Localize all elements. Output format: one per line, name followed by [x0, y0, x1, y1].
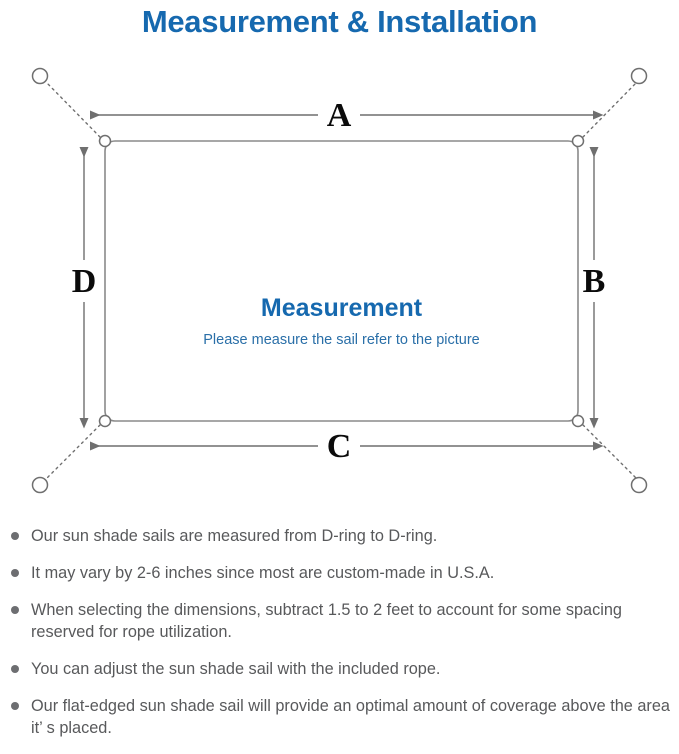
sail-heading: Measurement	[260, 294, 423, 322]
d-ring-bottom-right	[571, 414, 585, 428]
d-ring-bottom-left	[98, 414, 112, 428]
bullet-icon	[11, 532, 19, 540]
anchor-top-right	[630, 67, 648, 85]
bullet-icon	[11, 665, 19, 673]
list-item: Our sun shade sails are measured from D-…	[0, 525, 679, 547]
note-text: When selecting the dimensions, subtract …	[31, 601, 622, 641]
note-text: Our flat-edged sun shade sail will provi…	[31, 697, 670, 737]
rope-top-right	[582, 81, 638, 138]
rope-bottom-right	[582, 424, 638, 480]
measurement-diagram: A C D B Measurement Please measure the s…	[0, 50, 679, 510]
anchor-bottom-left	[31, 476, 49, 494]
list-item: You can adjust the sun shade sail with t…	[0, 658, 679, 680]
list-item: It may vary by 2-6 inches since most are…	[0, 562, 679, 584]
list-item: Our flat-edged sun shade sail will provi…	[0, 695, 679, 739]
bullet-icon	[11, 606, 19, 614]
list-item: When selecting the dimensions, subtract …	[0, 599, 679, 643]
d-ring-top-left	[98, 134, 112, 148]
note-text: Our sun shade sails are measured from D-…	[31, 527, 438, 545]
dimension-label-b: B	[583, 263, 606, 300]
rope-top-left	[45, 81, 101, 138]
bullet-icon	[11, 702, 19, 710]
sail-body	[104, 140, 579, 422]
sail-subheading: Please measure the sail refer to the pic…	[203, 332, 480, 348]
anchor-top-left	[31, 67, 49, 85]
d-ring-top-right	[571, 134, 585, 148]
notes-list: Our sun shade sails are measured from D-…	[0, 525, 679, 754]
note-text: You can adjust the sun shade sail with t…	[31, 660, 441, 678]
bullet-icon	[11, 569, 19, 577]
dimension-label-c: C	[327, 428, 352, 465]
dimension-label-a: A	[327, 97, 352, 134]
rope-bottom-left	[45, 424, 101, 480]
note-text: It may vary by 2-6 inches since most are…	[31, 564, 495, 582]
page-title: Measurement & Installation	[141, 4, 538, 39]
anchor-bottom-right	[630, 476, 648, 494]
dimension-label-d: D	[72, 263, 97, 300]
